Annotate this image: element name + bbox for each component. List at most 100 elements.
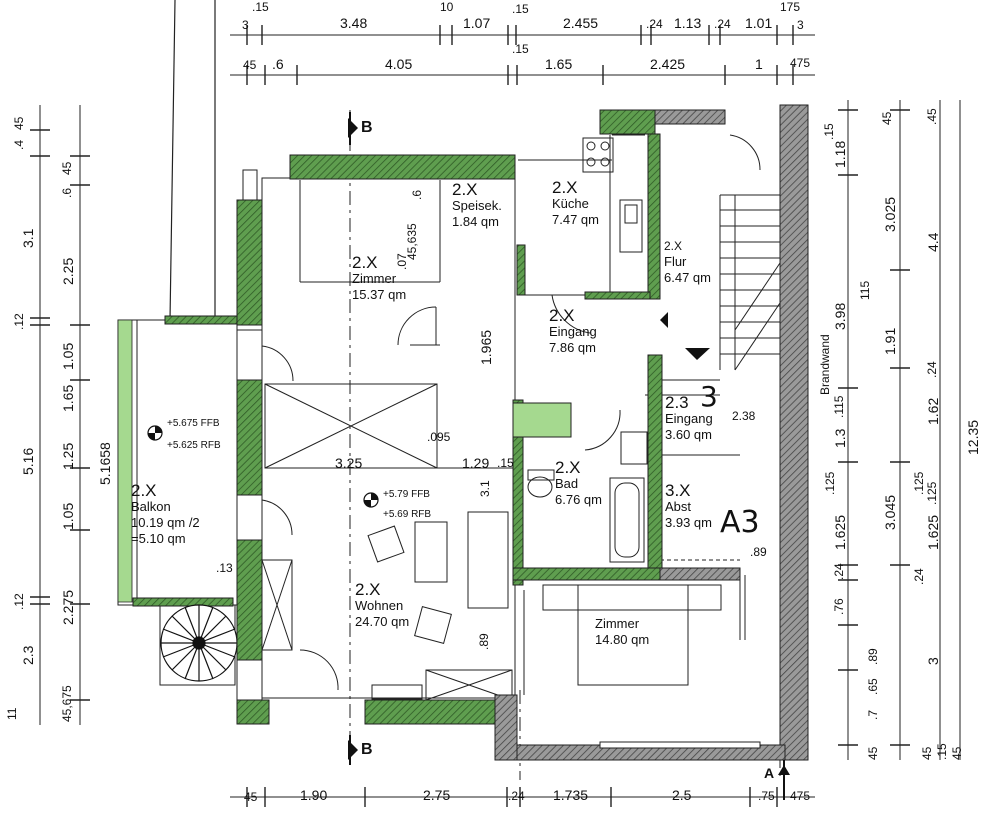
dim-label: 1.3 xyxy=(832,428,848,448)
dim-label: 5.1658 xyxy=(97,442,113,485)
room-eingang-1: 2.X Eingang 7.86 qm xyxy=(549,307,597,356)
dim-label: .15 xyxy=(252,0,269,14)
level-rfb: +5.625 RFB xyxy=(167,440,221,451)
dim-label: .125 xyxy=(823,471,837,495)
dim-label: .15 xyxy=(497,456,514,470)
dim-label: .15 xyxy=(822,123,836,140)
section-b-label: B xyxy=(361,119,373,136)
room-code: 2.X xyxy=(355,580,381,599)
dim-label: .24 xyxy=(832,563,846,580)
dim-label: 1 xyxy=(755,56,763,72)
dim-label: 45,635 xyxy=(405,223,419,260)
dim-label: 45 xyxy=(920,746,934,760)
dim-label: 2.5 xyxy=(672,787,692,803)
dim-label: 12.35 xyxy=(965,419,981,455)
level-marks xyxy=(147,425,379,508)
dim-label: .125 xyxy=(925,481,939,505)
dim-label: 5.16 xyxy=(20,447,36,475)
dim-label: 4.05 xyxy=(385,56,413,72)
dim-label: 45 xyxy=(950,746,964,760)
spiral-stair xyxy=(160,604,238,682)
dim-label: 3.045 xyxy=(882,494,898,530)
dim-label: 2.275 xyxy=(60,589,76,625)
dim-label: .89 xyxy=(477,633,491,650)
room-balkon: 2.X Balkon 10.19 qm /2 =5.10 qm xyxy=(131,481,200,547)
dim-label: .24 xyxy=(925,361,939,378)
dim-label: 475 xyxy=(790,789,811,803)
dim-label: 1.625 xyxy=(925,514,941,550)
room-name: Flur xyxy=(664,254,687,269)
dim-label: .7 xyxy=(866,709,880,720)
room-code: 2.X xyxy=(555,458,581,477)
dim-label: 1.05 xyxy=(60,342,76,370)
dim-label: .24 xyxy=(646,17,663,31)
section-markers xyxy=(348,112,790,800)
room-name: Abst xyxy=(665,499,692,514)
room-code: 3.X xyxy=(665,481,691,500)
balcony-outline xyxy=(117,315,238,607)
dim-label: 3.98 xyxy=(832,302,848,330)
dim-label: 1.25 xyxy=(60,442,76,470)
dim-label: .115 xyxy=(832,395,846,418)
room-name: Wohnen xyxy=(355,598,404,613)
walls-green xyxy=(236,109,664,725)
room-bad: 2.X Bad 6.76 qm xyxy=(555,458,602,508)
room-name: Zimmer xyxy=(595,616,640,631)
brandwand-label: Brandwand xyxy=(818,334,832,395)
dim-label: 2.3 xyxy=(20,645,36,665)
room-area: 6.76 qm xyxy=(555,492,602,507)
room-kueche: 2.X Küche 7.47 qm xyxy=(552,178,599,228)
room-name: Speisek. xyxy=(452,198,502,213)
room-zimmer-1: 2.X Zimmer 15.37 qm xyxy=(352,254,406,303)
dim-label: 1.965 xyxy=(478,329,494,365)
room-area: 6.47 qm xyxy=(664,270,711,285)
dim-label: 1.05 xyxy=(60,502,76,530)
dim-label: .24 xyxy=(714,17,731,31)
dim-label: .89 xyxy=(866,648,880,665)
dim-label: .125 xyxy=(912,471,926,495)
dim-label: 3 xyxy=(925,657,941,665)
dim-label: .4 xyxy=(12,139,26,150)
room-area: 10.19 qm /2 xyxy=(131,515,200,530)
dim-label: .45 xyxy=(925,108,939,125)
handwritten-a3: A3 xyxy=(720,505,760,540)
dim-label: 2.455 xyxy=(563,15,599,31)
room-zimmer-2: Zimmer 14.80 qm xyxy=(595,616,649,648)
room-name: Balkon xyxy=(131,499,171,514)
room-wohnen: 2.X Wohnen 24.70 qm xyxy=(355,580,409,630)
room-abst: 3.X Abst 3.93 qm xyxy=(665,481,712,531)
walls-gray xyxy=(494,104,809,761)
room-code: 2.X xyxy=(131,481,157,500)
dim-label: 45 xyxy=(12,116,26,130)
room-area: 1.84 qm xyxy=(452,214,499,229)
dim-label: .095 xyxy=(427,430,451,444)
room-name: Küche xyxy=(552,196,589,211)
dim-label: 1.62 xyxy=(925,397,941,425)
room-area-half: =5.10 qm xyxy=(131,531,186,546)
dim-label: 1.90 xyxy=(300,787,328,803)
dim-label: .6 xyxy=(410,189,424,200)
dim-label: .24 xyxy=(912,568,926,585)
room-code: 2.X xyxy=(552,178,578,197)
dim-label: 1.18 xyxy=(832,140,848,168)
room-area: 7.86 qm xyxy=(549,340,596,355)
dimension-ticks xyxy=(30,25,910,807)
dim-label: 1.91 xyxy=(882,327,898,355)
dim-label: 3.1 xyxy=(20,228,36,248)
dim-label: .15 xyxy=(512,2,529,16)
dim-label: 1.65 xyxy=(545,56,573,72)
dim-label: 45 xyxy=(60,161,74,175)
dim-label: 1.65 xyxy=(60,384,76,412)
room-code: 2.X xyxy=(452,180,478,199)
room-code: 2.3 xyxy=(665,393,689,412)
room-eingang-2: 2.3 Eingang 3.60 qm xyxy=(665,393,713,443)
dim-label: .12 xyxy=(12,313,26,330)
dim-label: 45 xyxy=(880,111,894,125)
dim-label: 10 xyxy=(440,0,454,14)
level-ffb: +5.675 FFB xyxy=(167,418,220,429)
dim-label: 45 xyxy=(866,746,880,760)
dim-label: 475 xyxy=(790,56,811,70)
dim-label: 1.13 xyxy=(674,15,702,31)
dim-label: 1.735 xyxy=(553,787,589,803)
